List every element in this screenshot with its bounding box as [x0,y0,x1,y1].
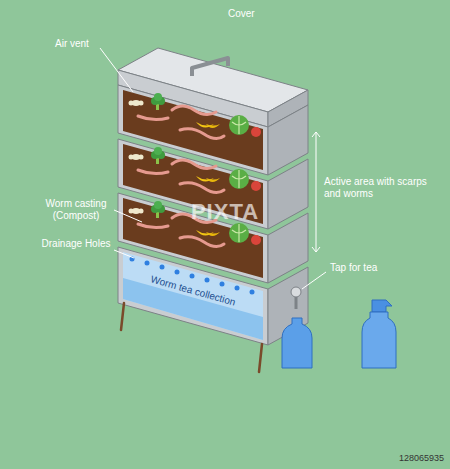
line-shape [121,303,124,330]
watermark: PIXTA [170,200,280,224]
circle-shape [190,274,195,279]
circle-shape [205,278,210,283]
path-shape [372,300,392,312]
circle-shape [220,282,225,287]
circle-shape [235,286,240,291]
polygon-shape [118,247,268,345]
circle-shape [291,287,301,297]
use-shape [129,147,262,193]
line-shape [114,210,142,222]
cover-label: Cover [228,8,288,20]
circle-shape [175,270,180,275]
active-area-label: Active area with scarps and worms [324,176,442,200]
line-shape [259,344,262,372]
path-shape [312,132,320,252]
path-shape [192,58,228,76]
tap-label: Tap for tea [330,262,400,274]
path-shape [295,297,298,309]
line-shape [316,132,317,252]
g-shape [121,303,302,372]
compost-label: Worm casting (Compost) [38,198,114,222]
drainage-label: Drainage Holes [40,238,112,250]
path-shape [362,312,396,368]
g-shape [100,48,326,289]
tray-contents [129,93,262,139]
path-shape [282,318,312,368]
image-id: 128065935 [378,453,444,464]
circle-shape [250,290,255,295]
line-shape [100,48,133,92]
air-vent-label: Air vent [55,38,99,50]
polygon-shape [123,252,263,340]
circle-shape [145,261,150,266]
line-shape [302,272,326,289]
line-shape [114,250,134,258]
circle-shape [160,265,165,270]
